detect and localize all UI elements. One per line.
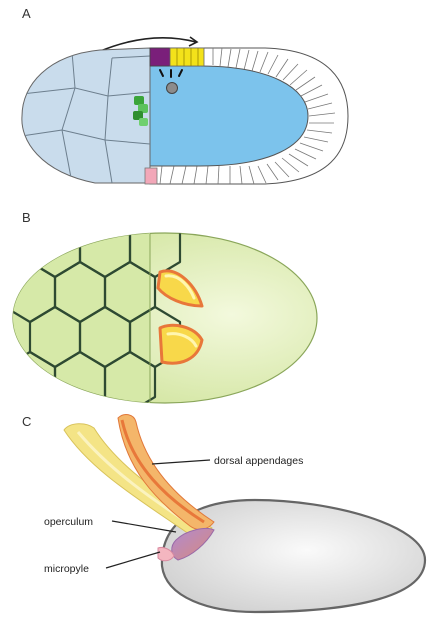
label-dorsal-appendages: dorsal appendages [214, 455, 303, 467]
panel-c: C dorsal appendages operculum micropyle [22, 414, 425, 612]
purple-follicle-cells [150, 48, 170, 66]
nurse-cell-cluster [22, 48, 150, 183]
callout-line-operculum [112, 521, 176, 532]
panel-b: B [5, 210, 317, 412]
yellow-follicle-cells [170, 48, 204, 66]
pink-follicle-cells [145, 168, 157, 184]
panel-letter-b: B [22, 210, 31, 225]
label-micropyle: micropyle [44, 563, 89, 575]
label-operculum: operculum [44, 516, 93, 528]
panel-letter-c: C [22, 414, 31, 429]
panel-a: A [22, 6, 348, 184]
callout-line-dorsal-appendages [152, 460, 210, 464]
panel-letter-a: A [22, 6, 31, 21]
oocyte-nucleus [167, 83, 178, 94]
callout-line-micropyle [106, 552, 160, 568]
